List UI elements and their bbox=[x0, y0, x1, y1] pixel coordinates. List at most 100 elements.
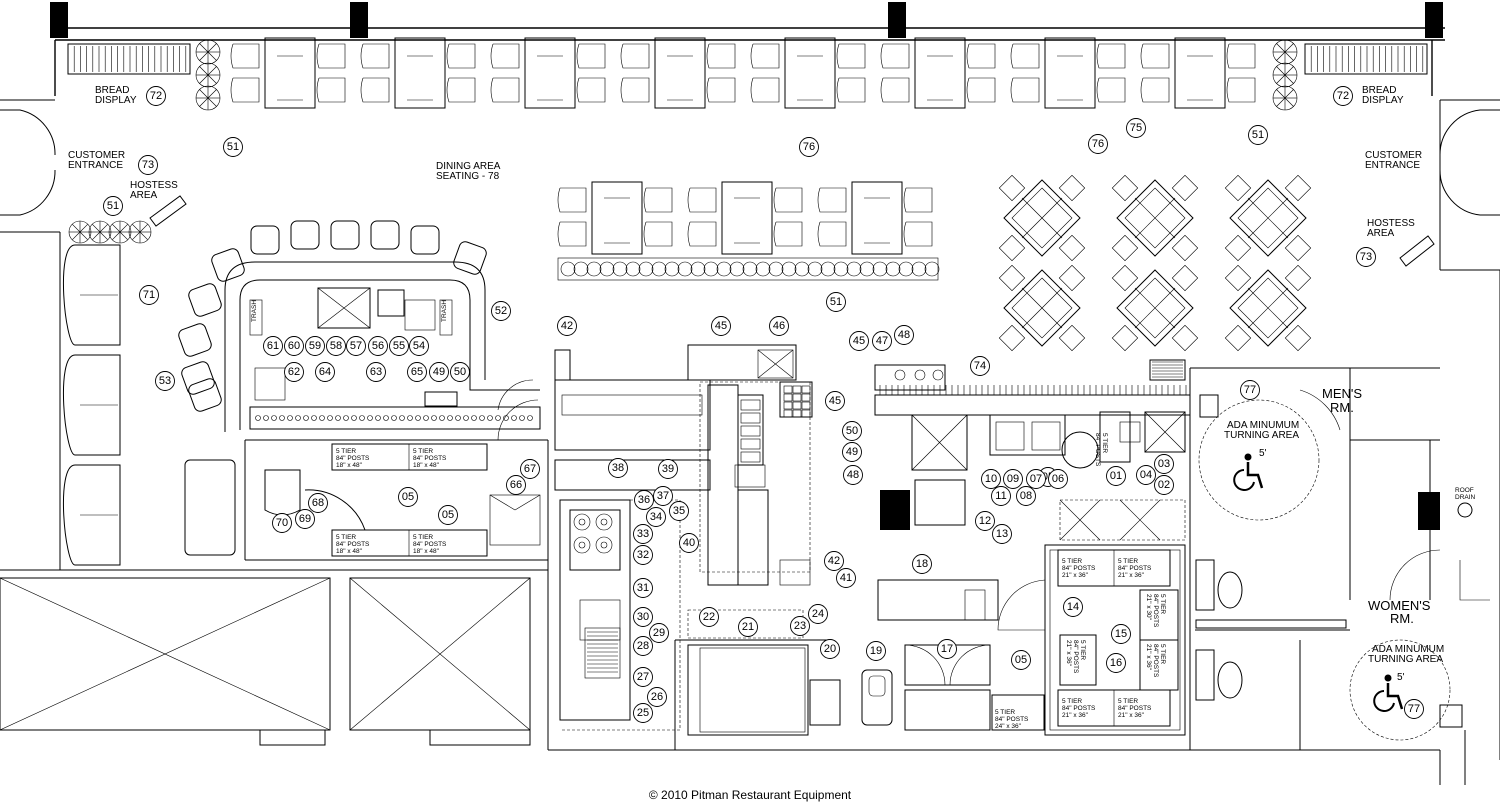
item-number-callout: 46 bbox=[769, 316, 789, 336]
shelving-label: 5 TIER84" POSTS21" x 30" bbox=[1145, 594, 1166, 628]
item-number-callout: 37 bbox=[653, 486, 673, 506]
svg-text:31: 31 bbox=[637, 582, 649, 594]
svg-text:63: 63 bbox=[370, 366, 382, 378]
svg-text:17: 17 bbox=[941, 643, 953, 655]
svg-text:22: 22 bbox=[703, 611, 715, 623]
item-number-callout: 51 bbox=[223, 137, 243, 157]
svg-text:26: 26 bbox=[651, 691, 663, 703]
item-number-callout: 77 bbox=[1240, 380, 1260, 400]
svg-text:07: 07 bbox=[1030, 473, 1042, 485]
svg-text:57: 57 bbox=[350, 340, 362, 352]
shelving-label: 5 TIER84" POSTS21" x 36" bbox=[1145, 644, 1166, 678]
hostess-stand-right bbox=[1399, 235, 1435, 267]
item-number-callout: 32 bbox=[633, 545, 653, 565]
svg-text:28: 28 bbox=[637, 640, 649, 652]
svg-text:72: 72 bbox=[150, 90, 162, 102]
item-number-callout: 54 bbox=[409, 336, 429, 356]
item-number-callout: 71 bbox=[139, 285, 159, 305]
svg-text:38: 38 bbox=[612, 462, 624, 474]
item-number-callout: 36 bbox=[634, 490, 654, 510]
item-number-callout: 17 bbox=[937, 639, 957, 659]
svg-text:65: 65 bbox=[411, 366, 423, 378]
svg-text:35: 35 bbox=[673, 505, 685, 517]
svg-text:61: 61 bbox=[267, 340, 279, 352]
svg-text:60: 60 bbox=[288, 340, 300, 352]
svg-text:02: 02 bbox=[1158, 479, 1170, 491]
svg-text:08: 08 bbox=[1020, 490, 1032, 502]
item-number-callout: 06 bbox=[1048, 469, 1068, 489]
item-number-callout: 51 bbox=[103, 196, 123, 216]
item-number-callout: 40 bbox=[679, 533, 699, 553]
svg-text:54: 54 bbox=[413, 340, 425, 352]
svg-text:25: 25 bbox=[637, 707, 649, 719]
svg-text:05: 05 bbox=[442, 509, 454, 521]
svg-text:53: 53 bbox=[159, 375, 171, 387]
svg-text:73: 73 bbox=[142, 159, 154, 171]
item-number-callout: 45 bbox=[849, 331, 869, 351]
item-number-callout: 49 bbox=[842, 442, 862, 462]
svg-text:50: 50 bbox=[454, 366, 466, 378]
item-number-callout: 48 bbox=[894, 325, 914, 345]
dimension-label: 5' bbox=[1397, 672, 1405, 683]
restrooms bbox=[1189, 367, 1490, 750]
item-number-callout: 33 bbox=[633, 524, 653, 544]
item-number-callout: 26 bbox=[647, 687, 667, 707]
hostess-stand-left bbox=[149, 195, 187, 227]
svg-text:01: 01 bbox=[1110, 470, 1122, 482]
item-number-callout: 38 bbox=[608, 458, 628, 478]
svg-text:23: 23 bbox=[794, 620, 806, 632]
svg-text:46: 46 bbox=[773, 320, 785, 332]
dimension-label: 5' bbox=[1259, 448, 1267, 459]
svg-text:74: 74 bbox=[974, 360, 986, 372]
item-number-callout: 47 bbox=[872, 331, 892, 351]
svg-text:18: 18 bbox=[916, 558, 928, 570]
item-number-callout: 01 bbox=[1106, 466, 1126, 486]
svg-text:47: 47 bbox=[876, 335, 888, 347]
svg-text:62: 62 bbox=[288, 366, 300, 378]
svg-text:03: 03 bbox=[1158, 458, 1170, 470]
item-number-callout: 72 bbox=[146, 86, 166, 106]
svg-text:76: 76 bbox=[1092, 138, 1104, 150]
svg-text:77: 77 bbox=[1408, 703, 1420, 715]
planter-rail bbox=[557, 257, 940, 281]
tables-center-row bbox=[557, 181, 933, 255]
item-number-callout: 64 bbox=[315, 362, 335, 382]
wheelchair-icon bbox=[1233, 453, 1264, 491]
svg-text:13: 13 bbox=[996, 528, 1008, 540]
svg-text:58: 58 bbox=[330, 340, 342, 352]
item-number-callout: 73 bbox=[138, 155, 158, 175]
svg-text:72: 72 bbox=[1337, 90, 1349, 102]
svg-text:42: 42 bbox=[561, 320, 573, 332]
item-number-callout: 30 bbox=[633, 607, 653, 627]
item-number-callout: 48 bbox=[843, 465, 863, 485]
back-bar-area bbox=[244, 379, 549, 570]
svg-text:49: 49 bbox=[433, 366, 445, 378]
svg-text:76: 76 bbox=[803, 141, 815, 153]
svg-text:49: 49 bbox=[846, 446, 858, 458]
exterior-walls bbox=[0, 27, 1500, 785]
dish-area bbox=[874, 359, 1191, 541]
svg-text:19: 19 bbox=[870, 645, 882, 657]
svg-text:32: 32 bbox=[637, 549, 649, 561]
item-number-callout: 51 bbox=[826, 292, 846, 312]
svg-text:36: 36 bbox=[638, 494, 650, 506]
item-number-callout: 60 bbox=[284, 336, 304, 356]
svg-text:30: 30 bbox=[637, 611, 649, 623]
item-number-callout: 10 bbox=[981, 469, 1001, 489]
item-number-callout: 13 bbox=[992, 524, 1012, 544]
item-number-callout: 57 bbox=[346, 336, 366, 356]
left-entrance-doors bbox=[0, 109, 56, 216]
